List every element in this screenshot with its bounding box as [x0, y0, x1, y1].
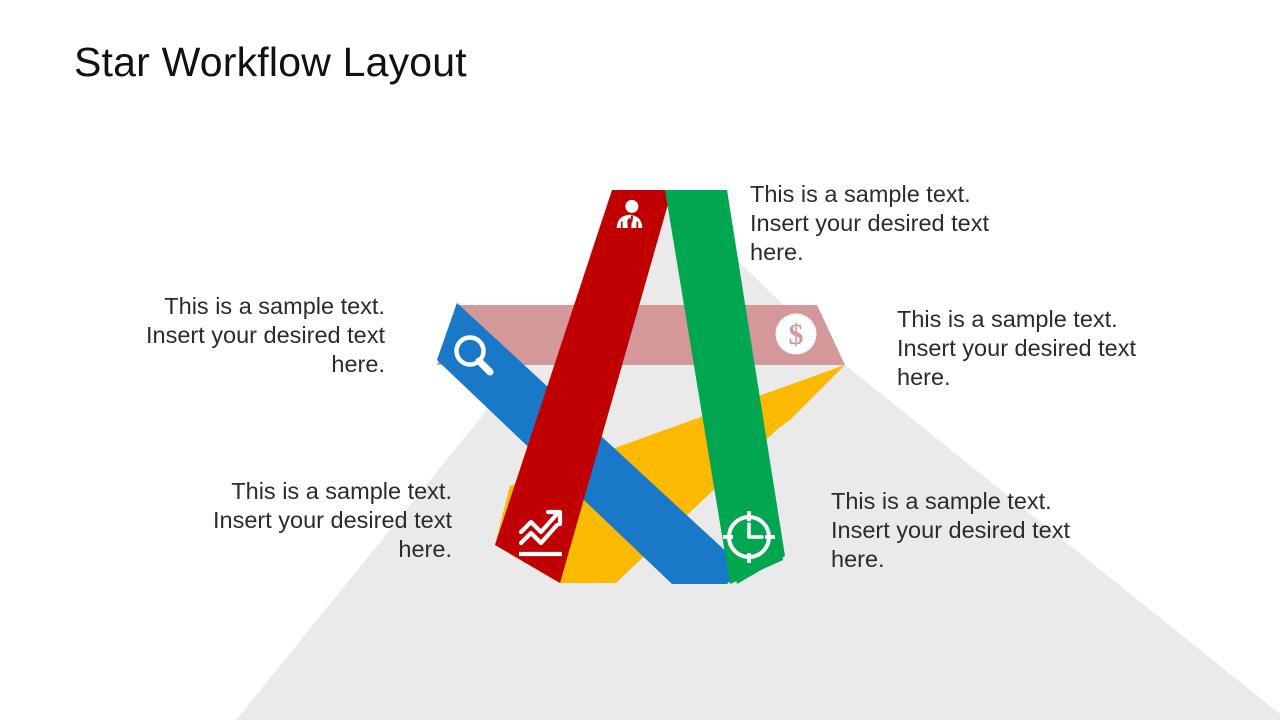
- band-green[interactable]: [665, 190, 785, 584]
- clock-icon: [723, 511, 775, 563]
- callout-line-2: Insert your desired text: [750, 210, 990, 236]
- callout-bottom-left[interactable]: This is a sample text. Insert your desir…: [196, 477, 452, 564]
- search-icon: [454, 335, 494, 376]
- callout-line-3: here.: [398, 536, 452, 562]
- callout-line-3: here.: [331, 351, 385, 377]
- callout-line-1: This is a sample text.: [164, 293, 385, 319]
- callout-line-3: here.: [831, 546, 885, 572]
- callout-line-1: This is a sample text.: [750, 181, 971, 207]
- callout-line-2: Insert your desired text: [212, 507, 452, 533]
- callout-line-1: This is a sample text.: [897, 306, 1118, 332]
- page-title: Star Workflow Layout: [74, 39, 467, 85]
- callout-line-2: Insert your desired text: [897, 335, 1137, 361]
- callout-line-1: This is a sample text.: [231, 478, 452, 504]
- callout-bottom-right[interactable]: This is a sample text. Insert your desir…: [831, 487, 1083, 574]
- growth-chart-icon: [518, 509, 563, 557]
- businessman-icon: [616, 199, 643, 229]
- callout-line-2: Insert your desired text: [145, 322, 385, 348]
- callout-line-3: here.: [750, 239, 804, 265]
- callout-line-2: Insert your desired text: [831, 517, 1071, 543]
- dollar-circle-icon: $: [775, 313, 817, 355]
- callout-top-right[interactable]: This is a sample text. Insert your desir…: [750, 180, 1002, 267]
- callout-line-1: This is a sample text.: [831, 488, 1052, 514]
- band-red[interactable]: [495, 190, 672, 583]
- svg-text:$: $: [789, 318, 804, 351]
- callout-mid-right[interactable]: This is a sample text. Insert your desir…: [897, 305, 1152, 392]
- callout-mid-left[interactable]: This is a sample text. Insert your desir…: [130, 292, 385, 379]
- callout-line-3: here.: [897, 364, 951, 390]
